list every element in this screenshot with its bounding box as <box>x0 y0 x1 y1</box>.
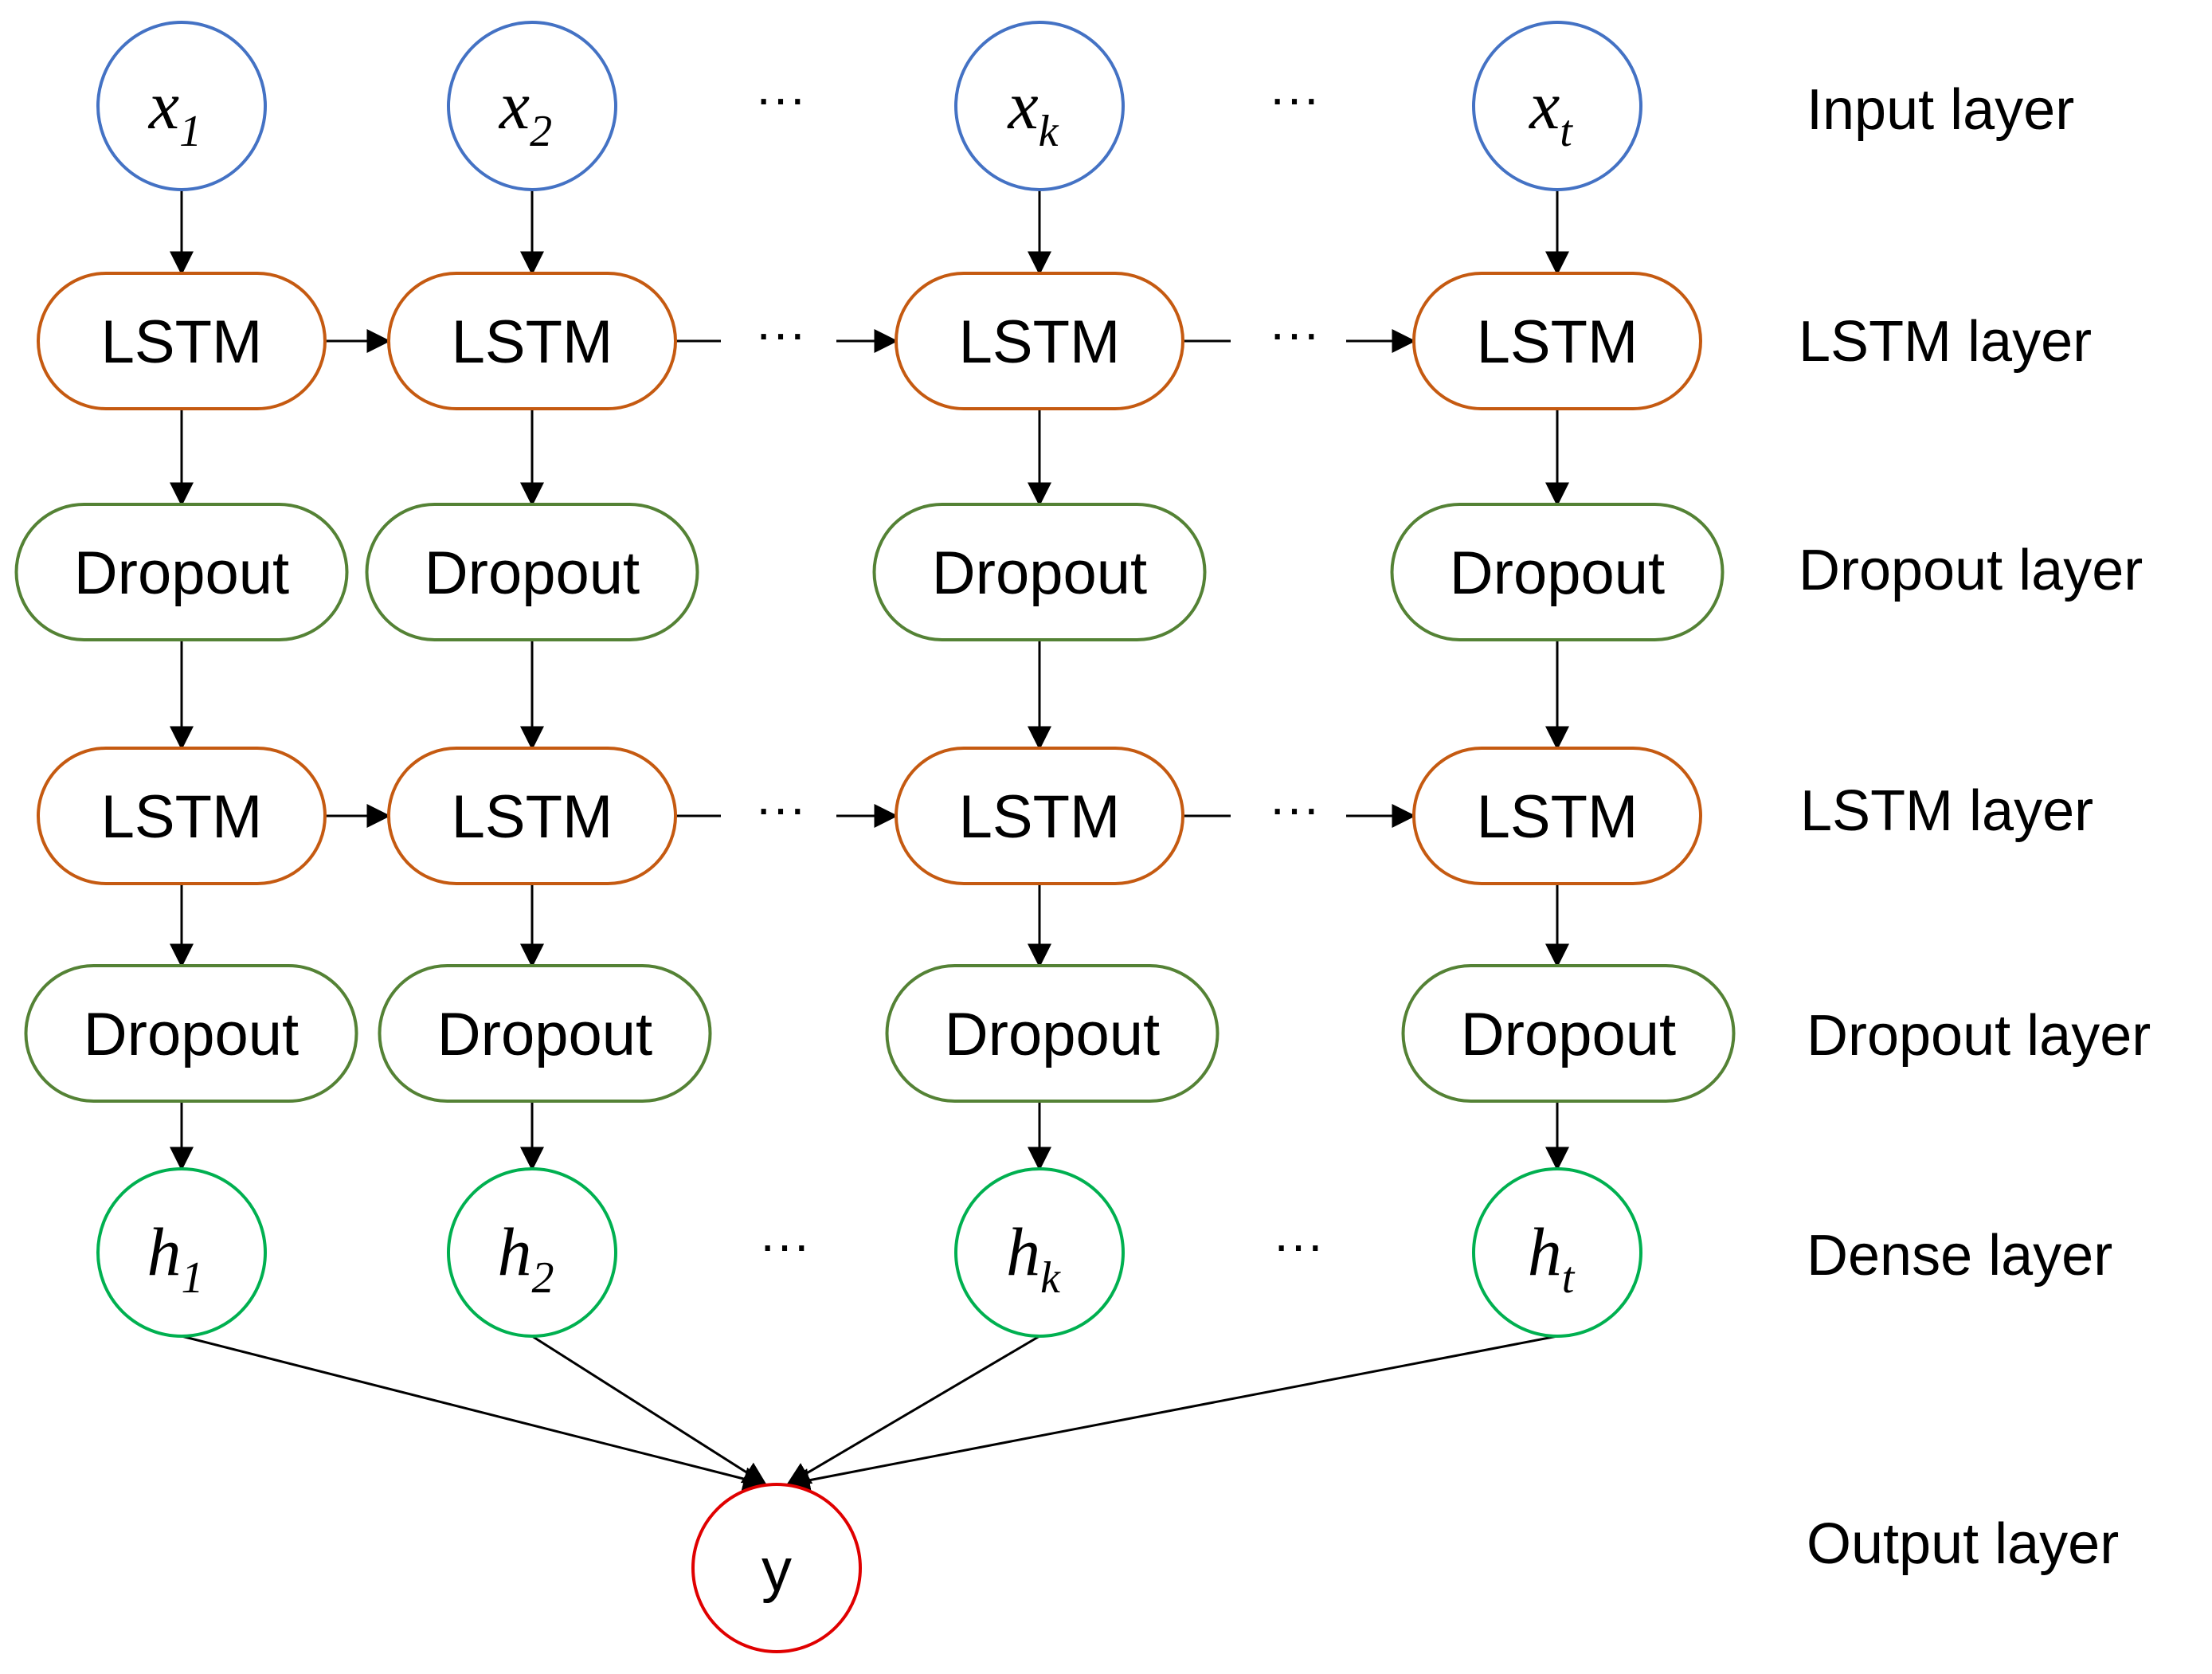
layer-label-lstm-2: LSTM layer <box>1800 779 2093 843</box>
dropout1-cell-3: Dropout <box>1390 503 1725 641</box>
dense-node-2-circle <box>447 1167 617 1338</box>
dropout2-cell-2: Dropout <box>885 964 1220 1103</box>
dropout1-cell-3-shape <box>1390 503 1725 641</box>
dropout1-cell-0-shape <box>14 503 349 641</box>
lstm1-cell-0-label: LSTM <box>101 308 263 376</box>
dropout2-cell-1-label: Dropout <box>437 1001 652 1068</box>
lstm2-cell-2-shape <box>895 747 1184 885</box>
layer-label-lstm-1: LSTM layer <box>1799 310 2092 374</box>
input-node-2: x2 <box>447 21 617 191</box>
lstm2-cell-0: LSTM <box>37 747 327 885</box>
dropout1-cell-1: Dropout <box>365 503 699 641</box>
input-node-1-label: x1 <box>147 67 202 156</box>
layer-label-input: Input layer <box>1807 78 2074 142</box>
output-node-y: y <box>691 1483 862 1653</box>
dropout2-cell-1: Dropout <box>378 964 712 1103</box>
ellipsis-lstm1-a: ··· <box>755 304 806 362</box>
dropout2-cell-3-shape <box>1401 964 1736 1103</box>
edge-dense-output-0 <box>181 1335 768 1491</box>
dense-node-2: h2 <box>447 1167 617 1338</box>
lstm2-cell-2-label: LSTM <box>959 783 1121 851</box>
dense-node-1-label: h1 <box>147 1213 204 1303</box>
dense-node-1-circle <box>96 1167 267 1338</box>
lstm1-cell-1-label: LSTM <box>452 308 613 376</box>
dense-node-1: h1 <box>96 1167 267 1338</box>
dropout2-cell-0-label: Dropout <box>84 1001 299 1068</box>
ellipsis-lstm2-a: ··· <box>755 779 806 837</box>
dropout1-cell-0: Dropout <box>14 503 349 641</box>
lstm1-cell-2-label: LSTM <box>959 308 1121 376</box>
lstm1-cell-1-shape <box>387 272 677 410</box>
input-node-2-circle <box>447 21 617 191</box>
lstm2-cell-2: LSTM <box>895 747 1184 885</box>
connections <box>170 190 1569 1492</box>
layer-label-dropout-1: Dropout layer <box>1799 539 2143 602</box>
dense-node-t-label: ht <box>1528 1213 1576 1303</box>
dropout2-cell-3: Dropout <box>1401 964 1736 1103</box>
edge-dense-output-3 <box>785 1335 1558 1492</box>
dropout2-cell-1-shape <box>378 964 712 1103</box>
ellipsis-lstm2-b: ··· <box>1269 779 1320 837</box>
dropout1-cell-1-shape <box>365 503 699 641</box>
lstm1-cell-3-label: LSTM <box>1477 308 1638 376</box>
ellipsis-input-a: ··· <box>755 69 806 127</box>
lstm1-cell-3-shape <box>1412 272 1702 410</box>
ellipsis-lstm1-b: ··· <box>1269 304 1320 362</box>
lstm2-cell-0-label: LSTM <box>101 783 263 851</box>
input-node-1-circle <box>96 21 267 191</box>
output-node-label: y <box>761 1536 792 1604</box>
lstm1-cell-2-shape <box>895 272 1184 410</box>
dropout1-cell-1-label: Dropout <box>425 539 640 607</box>
lstm2-cell-3-shape <box>1412 747 1702 885</box>
dropout2-cell-0: Dropout <box>24 964 358 1103</box>
layer-label-dense: Dense layer <box>1807 1224 2112 1288</box>
dropout1-cell-2-shape <box>872 503 1207 641</box>
input-node-t-label: xt <box>1528 67 1573 156</box>
lstm1-cell-0: LSTM <box>37 272 327 410</box>
dense-node-k-label: hk <box>1006 1213 1061 1303</box>
ellipsis-input-b: ··· <box>1269 69 1320 127</box>
input-node-1: x1 <box>96 21 267 191</box>
dropout1-cell-3-label: Dropout <box>1450 539 1665 607</box>
input-node-t-circle <box>1472 21 1642 191</box>
ellipsis-dense-a: ··· <box>759 1216 810 1273</box>
input-node-t: xt <box>1472 21 1642 191</box>
dropout1-cell-2: Dropout <box>872 503 1207 641</box>
input-node-2-label: x2 <box>498 67 552 156</box>
edge-dense-output-2 <box>785 1335 1040 1486</box>
layer-labels: Input layer LSTM layer Dropout layer LST… <box>1799 78 2151 1576</box>
layer-label-output: Output layer <box>1807 1512 2119 1576</box>
dropout2-cell-3-label: Dropout <box>1461 1001 1676 1068</box>
lstm2-cell-1-label: LSTM <box>452 783 613 851</box>
dropout1-cell-2-label: Dropout <box>932 539 1147 607</box>
lstm2-cell-1-shape <box>387 747 677 885</box>
dropout2-cell-2-shape <box>885 964 1220 1103</box>
dropout2-cell-2-label: Dropout <box>945 1001 1160 1068</box>
lstm1-cell-0-shape <box>37 272 327 410</box>
input-node-k-label: xk <box>1006 67 1059 156</box>
dense-node-t-circle <box>1472 1167 1642 1338</box>
ellipsis-dense-b: ··· <box>1273 1216 1324 1273</box>
input-node-k-circle <box>954 21 1125 191</box>
input-node-k: xk <box>954 21 1125 191</box>
lstm2-cell-3: LSTM <box>1412 747 1702 885</box>
lstm1-cell-2: LSTM <box>895 272 1184 410</box>
lstm1-cell-3: LSTM <box>1412 272 1702 410</box>
dense-node-k-circle <box>954 1167 1125 1338</box>
lstm2-cell-3-label: LSTM <box>1477 783 1638 851</box>
output-node-circle <box>691 1483 862 1653</box>
dropout1-cell-0-label: Dropout <box>74 539 289 607</box>
dense-node-t: ht <box>1472 1167 1642 1338</box>
lstm2-cell-1: LSTM <box>387 747 677 885</box>
dense-node-2-label: h2 <box>498 1213 554 1303</box>
dropout2-cell-0-shape <box>24 964 358 1103</box>
lstm2-cell-0-shape <box>37 747 327 885</box>
lstm1-cell-1: LSTM <box>387 272 677 410</box>
edge-dense-output-1 <box>531 1335 768 1486</box>
dense-node-k: hk <box>954 1167 1125 1338</box>
layer-label-dropout-2: Dropout layer <box>1807 1004 2151 1068</box>
